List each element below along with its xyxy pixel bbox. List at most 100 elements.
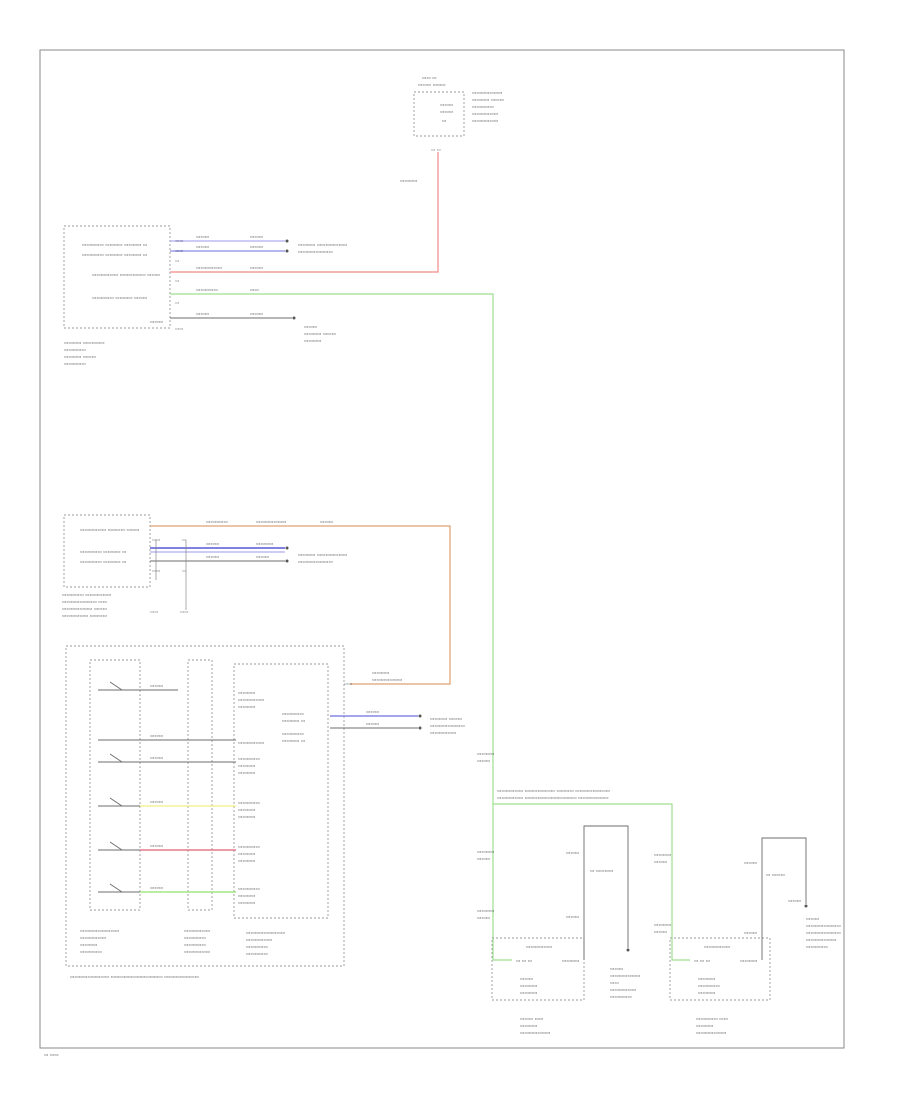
svg-text:▭▭▭▭▭: ▭▭▭▭▭ [196,288,218,293]
svg-text:▭▭▭: ▭▭▭ [250,312,263,317]
svg-text:▭▭▭▭▭: ▭▭▭▭▭ [246,945,268,950]
body-control-module: ▭▭▭▭▭ ▭▭▭▭ ▭▭▭▭ ▭ ▭▭▭▭▭ ▭▭▭▭ ▭▭▭▭ ▭ ▭▭▭▭… [63,225,183,367]
svg-text:▭▭▭▭▭▭▭: ▭▭▭▭▭▭▭ [256,520,286,525]
svg-text:▭▭▭: ▭▭▭ [566,851,579,856]
svg-text:▭▭▭: ▭▭▭ [477,857,490,862]
svg-text:▭▭▭▭▭▭ ▭▭▭▭▭▭▭ ▭▭▭▭ ▭▭▭▭▭▭▭▭: ▭▭▭▭▭▭ ▭▭▭▭▭▭▭ ▭▭▭▭ ▭▭▭▭▭▭▭▭ [497,789,610,794]
svg-text:▭▭▭▭▭ ▭▭▭▭ ▭: ▭▭▭▭▭ ▭▭▭▭ ▭ [80,550,126,555]
svg-text:▭▭▭▭▭: ▭▭▭▭▭ [238,845,260,850]
svg-text:▭▭▭▭▭▭: ▭▭▭▭▭▭ [704,945,730,950]
svg-text:▭▭▭▭ ▭▭▭▭▭▭▭: ▭▭▭▭ ▭▭▭▭▭▭▭ [298,553,347,558]
svg-text:▭▭▭: ▭▭▭ [520,977,533,982]
svg-text:▭▭▭▭▭: ▭▭▭▭▭ [610,995,632,1000]
svg-text:▭▭▭▭▭ ▭▭▭▭ ▭▭▭▭ ▭: ▭▭▭▭▭ ▭▭▭▭ ▭▭▭▭ ▭ [82,243,147,248]
svg-text:▭▭▭▭▭: ▭▭▭▭▭ [184,936,206,941]
svg-text:▭▭▭▭▭▭: ▭▭▭▭▭▭ [526,945,552,950]
svg-text:▭▭: ▭▭ [180,610,188,615]
svg-text:▭▭▭▭▭▭: ▭▭▭▭▭▭ [238,741,264,746]
svg-text:▭: ▭ [442,119,446,124]
svg-text:▭▭▭▭▭ ▭▭▭▭ ▭▭▭: ▭▭▭▭▭ ▭▭▭▭ ▭▭▭ [92,296,147,301]
svg-text:▭▭▭▭ ▭▭▭: ▭▭▭▭ ▭▭▭ [472,98,504,103]
svg-text:▭▭▭▭: ▭▭▭▭ [238,691,255,696]
svg-text:▭▭: ▭▭ [610,981,619,986]
svg-text:▭▭▭▭▭▭: ▭▭▭▭▭▭ [184,929,210,934]
svg-text:▭▭▭▭▭: ▭▭▭▭▭ [246,952,268,957]
svg-text:▭▭▭▭▭: ▭▭▭▭▭ [282,732,304,737]
transmission-assembly: ▭▭▭ ▭▭▭ ▭▭▭ ▭▭▭ ▭▭▭ ▭▭▭ ▭▭▭▭ ▭▭▭▭▭▭ ▭▭▭▭… [65,645,345,980]
svg-text:▭▭▭▭▭▭: ▭▭▭▭▭▭ [196,266,222,271]
svg-text:▭▭▭▭▭▭▭▭: ▭▭▭▭▭▭▭▭ [298,250,333,255]
ecm-orange-wire [150,525,451,685]
svg-text:▭▭▭: ▭▭▭ [477,916,490,921]
svg-text:▭▭: ▭▭ [344,682,352,687]
svg-text:▭▭▭: ▭▭▭ [196,245,209,250]
svg-text:▭▭▭: ▭▭▭ [440,110,453,115]
svg-text:▭▭▭▭: ▭▭▭▭ [477,909,494,914]
svg-text:▭▭▭▭▭▭: ▭▭▭▭▭▭ [610,988,636,993]
svg-text:▭▭▭: ▭▭▭ [566,915,579,920]
svg-text:▭▭▭▭ ▭▭▭▭▭: ▭▭▭▭ ▭▭▭▭▭ [64,341,105,346]
svg-text:▭▭▭▭▭▭▭: ▭▭▭▭▭▭▭ [696,1031,726,1036]
svg-text:▭▭▭▭▭▭ ▭▭▭▭: ▭▭▭▭▭▭ ▭▭▭▭ [62,614,107,619]
fuse-block: ▭▭ ▭ ▭▭▭ ▭▭▭ ▭▭▭▭▭▭▭ ▭▭▭▭ ▭▭▭ ▭▭▭▭▭ ▭▭▭▭… [400,76,504,184]
svg-text:▭▭▭: ▭▭▭ [256,555,269,560]
svg-text:▭▭▭: ▭▭▭ [150,756,163,761]
bcm-data-wires: ▭▭▭ ▭▭▭ ▭▭▭ ▭▭▭ ▭▭▭▭ ▭▭▭▭▭▭▭ ▭▭▭▭▭▭▭▭ [170,235,347,255]
svg-text:▭▭▭: ▭▭▭ [320,520,333,525]
svg-text:▭ ▭: ▭ ▭ [431,148,441,153]
svg-text:▭▭▭▭▭▭▭: ▭▭▭▭▭▭▭ [520,1031,550,1036]
svg-text:▭▭▭: ▭▭▭ [654,860,667,865]
svg-text:▭▭▭: ▭▭▭ [788,899,801,904]
svg-text:▭▭▭▭▭: ▭▭▭▭▭ [238,887,260,892]
svg-text:▭▭▭▭ ▭▭▭: ▭▭▭▭ ▭▭▭ [64,355,96,360]
svg-text:▭▭▭▭: ▭▭▭▭ [698,991,715,996]
svg-text:▭▭▭▭: ▭▭▭▭ [477,850,494,855]
svg-text:▭▭▭▭▭▭▭: ▭▭▭▭▭▭▭ [372,678,402,683]
svg-text:▭▭▭▭▭: ▭▭▭▭▭ [184,943,206,948]
svg-text:▭▭▭▭: ▭▭▭▭ [740,959,757,964]
svg-text:▭▭▭▭: ▭▭▭▭ [520,991,537,996]
svg-text:▭▭▭▭▭▭: ▭▭▭▭▭▭ [184,950,210,955]
svg-text:▭▭▭▭▭ ▭▭▭▭▭▭: ▭▭▭▭▭ ▭▭▭▭▭▭ [62,593,111,598]
svg-text:▭▭▭: ▭▭▭ [654,930,667,935]
svg-text:▭▭▭▭▭▭▭▭ ▭▭: ▭▭▭▭▭▭▭▭ ▭▭ [62,600,107,605]
svg-text:▭▭▭: ▭▭▭ [196,235,209,240]
svg-text:▭▭: ▭▭ [175,327,183,332]
svg-text:▭▭▭: ▭▭▭ [304,325,317,330]
right-rear-lamp-assembly: ▭▭▭▭ ▭▭▭ ▭▭▭▭ ▭▭▭ ▭▭▭▭▭▭ ▭ ▭ ▭ ▭▭▭▭ ▭▭▭▭… [654,837,841,1036]
svg-text:▭▭▭: ▭▭▭ [206,555,219,560]
svg-text:▭▭▭▭ ▭: ▭▭▭▭ ▭ [282,739,305,744]
svg-text:▭▭▭: ▭▭▭ [250,235,263,240]
svg-text:▭▭▭▭: ▭▭▭▭ [400,179,417,184]
svg-text:▭▭▭▭: ▭▭▭▭ [256,542,273,547]
svg-text:▭▭▭ ▭▭▭: ▭▭▭ ▭▭▭ [418,83,446,88]
svg-text:▭▭▭: ▭▭▭ [440,103,453,108]
svg-text:▭▭▭: ▭▭▭ [150,800,163,805]
svg-text:▭▭▭: ▭▭▭ [250,266,263,271]
svg-text:▭▭▭▭: ▭▭▭▭ [80,943,97,948]
svg-text:▭▭▭▭▭▭▭: ▭▭▭▭▭▭▭ [610,974,640,979]
svg-text:▭▭▭▭▭▭▭▭: ▭▭▭▭▭▭▭▭ [298,560,333,565]
svg-text:▭▭▭: ▭▭▭ [196,312,209,317]
svg-text:▭▭▭▭▭▭▭▭: ▭▭▭▭▭▭▭▭ [806,924,841,929]
battery-positive-wire [170,152,439,273]
svg-text:▭▭▭▭▭▭: ▭▭▭▭▭▭ [80,936,106,941]
svg-text:▭▭▭▭▭▭▭: ▭▭▭▭▭▭▭ [806,938,836,943]
svg-text:▭▭▭: ▭▭▭ [150,320,163,325]
svg-text:▭▭▭▭▭: ▭▭▭▭▭ [282,712,304,717]
svg-text:▭▭▭▭▭: ▭▭▭▭▭ [238,757,260,762]
svg-text:▭▭▭▭▭▭: ▭▭▭▭▭▭ [472,119,498,124]
svg-text:▭▭▭: ▭▭▭ [477,759,490,764]
svg-text:▭▭▭▭: ▭▭▭▭ [238,808,255,813]
right-stop-lamp-wire [493,803,690,961]
svg-text:▭▭▭: ▭▭▭ [150,886,163,891]
svg-text:▭▭▭▭: ▭▭▭▭ [654,923,671,928]
svg-text:▭▭▭▭: ▭▭▭▭ [520,1024,537,1029]
svg-text:▭▭▭▭▭▭▭▭: ▭▭▭▭▭▭▭▭ [430,724,465,729]
svg-text:▭▭▭▭▭▭▭▭: ▭▭▭▭▭▭▭▭ [806,931,841,936]
svg-text:▭▭▭▭▭: ▭▭▭▭▭ [206,520,228,525]
svg-text:▭▭▭: ▭▭▭ [150,844,163,849]
svg-text:▭▭▭▭▭▭▭ ▭▭▭: ▭▭▭▭▭▭▭ ▭▭▭ [62,607,107,612]
svg-text:▭▭▭▭: ▭▭▭▭ [698,977,715,982]
